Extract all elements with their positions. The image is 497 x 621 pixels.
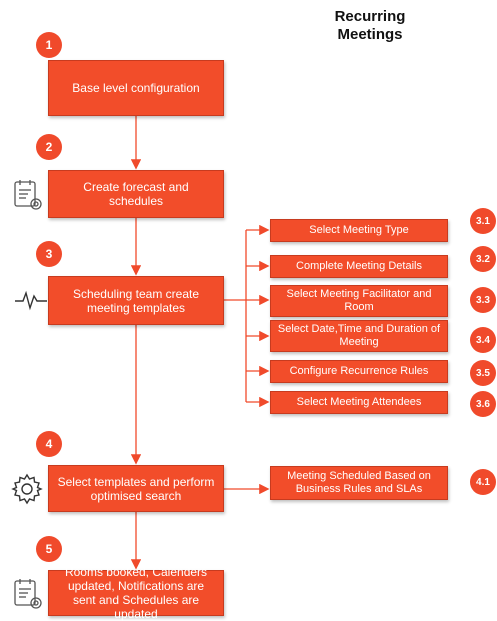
substep-badge-3-1: 3.1 <box>470 208 496 234</box>
step-box-3: Scheduling team create meeting templates <box>48 276 224 325</box>
pulse-icon <box>15 290 47 311</box>
substep-badge-3-4: 3.4 <box>470 327 496 353</box>
substep-badge-3-6: 3.6 <box>470 391 496 417</box>
substep-box-4-1: Meeting Scheduled Based on Business Rule… <box>270 466 448 500</box>
step-box-4: Select templates and perform optimised s… <box>48 465 224 512</box>
diagram-title: Recurring Meetings <box>334 8 406 43</box>
step-badge-1: 1 <box>36 32 62 58</box>
substep-box-3-1: Select Meeting Type <box>270 219 448 242</box>
substep-box-3-5: Configure Recurrence Rules <box>270 360 448 383</box>
step-badge-3: 3 <box>36 241 62 267</box>
substep-badge-3-2: 3.2 <box>470 246 496 272</box>
substep-box-3-4: Select Date,Time and Duration of Meeting <box>270 320 448 352</box>
step-badge-2: 2 <box>36 134 62 160</box>
substep-badge-3-3: 3.3 <box>470 287 496 313</box>
calendar-gear-icon <box>14 180 42 210</box>
gear-icon <box>11 473 43 505</box>
step-box-1: Base level configuration <box>48 60 224 116</box>
step-box-5: Rooms booked, Calenders updated, Notific… <box>48 565 224 621</box>
step-badge-4: 4 <box>36 431 62 457</box>
step-box-2: Create forecast and schedules <box>48 170 224 218</box>
substep-box-3-2: Complete Meeting Details <box>270 255 448 278</box>
substep-badge-3-5: 3.5 <box>470 360 496 386</box>
substep-box-3-6: Select Meeting Attendees <box>270 391 448 414</box>
substep-badge-4-1: 4.1 <box>470 469 496 495</box>
calendar-gear-icon-bottom <box>14 579 42 609</box>
substep-box-3-3: Select Meeting Facilitator and Room <box>270 285 448 317</box>
step-badge-5: 5 <box>36 536 62 562</box>
